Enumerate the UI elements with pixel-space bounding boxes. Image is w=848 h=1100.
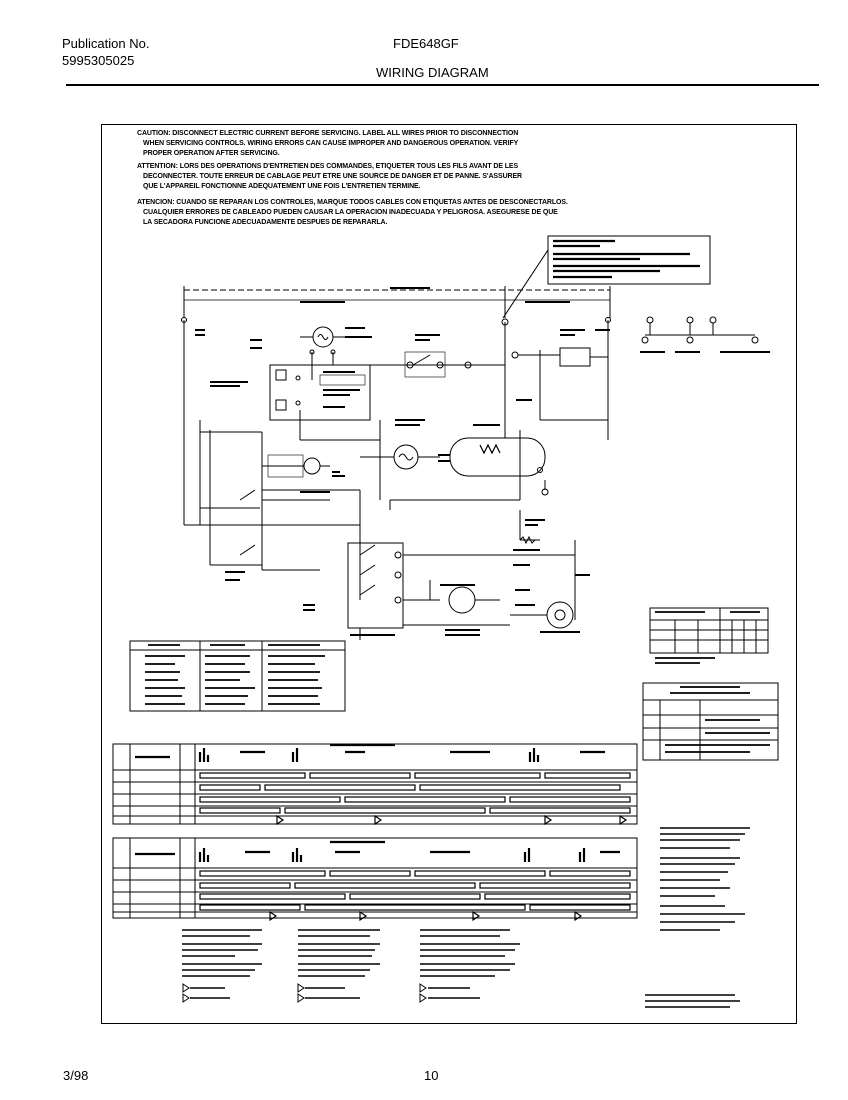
- caution-line: CUALQUIER ERRORES DE CABLEADO PUEDEN CAU…: [143, 209, 558, 216]
- page-number: 10: [424, 1068, 439, 1083]
- publication-number: 5995305025: [62, 53, 135, 68]
- caution-english: CAUTION: DISCONNECT ELECTRIC CURRENT BEF…: [137, 129, 518, 159]
- switch-table: [649, 607, 769, 664]
- timer-chart-upper: [112, 743, 638, 826]
- top-bus-line: [183, 286, 611, 318]
- caution-line: DECONNECTER. TOUTE ERREUR DE CABLAGE PEU…: [143, 173, 523, 180]
- caution-line: CAUTION: DISCONNECT ELECTRIC CURRENT BEF…: [137, 130, 519, 137]
- timer-chart-lower: [112, 837, 638, 922]
- caution-line: WHEN SERVICING CONTROLS. WIRING ERRORS C…: [143, 140, 519, 147]
- left-wiring: [183, 320, 381, 600]
- cycle-markers: [269, 910, 583, 922]
- heater-assembly: [360, 420, 549, 510]
- notes-table: [642, 682, 779, 761]
- motor-switch-block: [347, 510, 576, 640]
- caution-line: LA SECADORA FUNCIONE ADECUADAMENTE DESPU…: [143, 219, 388, 226]
- footer-date: 3/98: [63, 1068, 89, 1083]
- caution-line: ATTENTION: LORS DES OPERATIONS D'ENTRETI…: [137, 163, 519, 170]
- timer-block: [210, 364, 371, 440]
- power-terminals: [181, 317, 611, 326]
- caution-line: PROPER OPERATION AFTER SERVICING.: [143, 150, 280, 157]
- model-number: FDE648GF: [393, 36, 459, 51]
- header-rule: [66, 84, 819, 86]
- caution-french: ATTENTION: LORS DES OPERATIONS D'ENTRETI…: [137, 162, 522, 192]
- note-box: [502, 235, 711, 319]
- cycle-markers: [276, 814, 628, 826]
- footnotes: [182, 827, 750, 1008]
- ground-symbols: [640, 316, 770, 353]
- start-switch: [345, 320, 609, 440]
- caution-line: ATENCION: CUANDO SE REPARAN LOS CONTROLE…: [137, 199, 568, 206]
- component-labels: [195, 327, 610, 636]
- publication-label: Publication No.: [62, 36, 150, 51]
- buzzer: [262, 454, 330, 478]
- diagram-frame: [101, 124, 797, 1024]
- caution-line: QUE L'APPAREIL FONCTIONNE ADEQUATEMENT U…: [143, 183, 421, 190]
- page-title: WIRING DIAGRAM: [376, 65, 489, 80]
- caution-spanish: ATENCION: CUANDO SE REPARAN LOS CONTROLE…: [137, 198, 568, 228]
- symbol-legend: [129, 640, 346, 712]
